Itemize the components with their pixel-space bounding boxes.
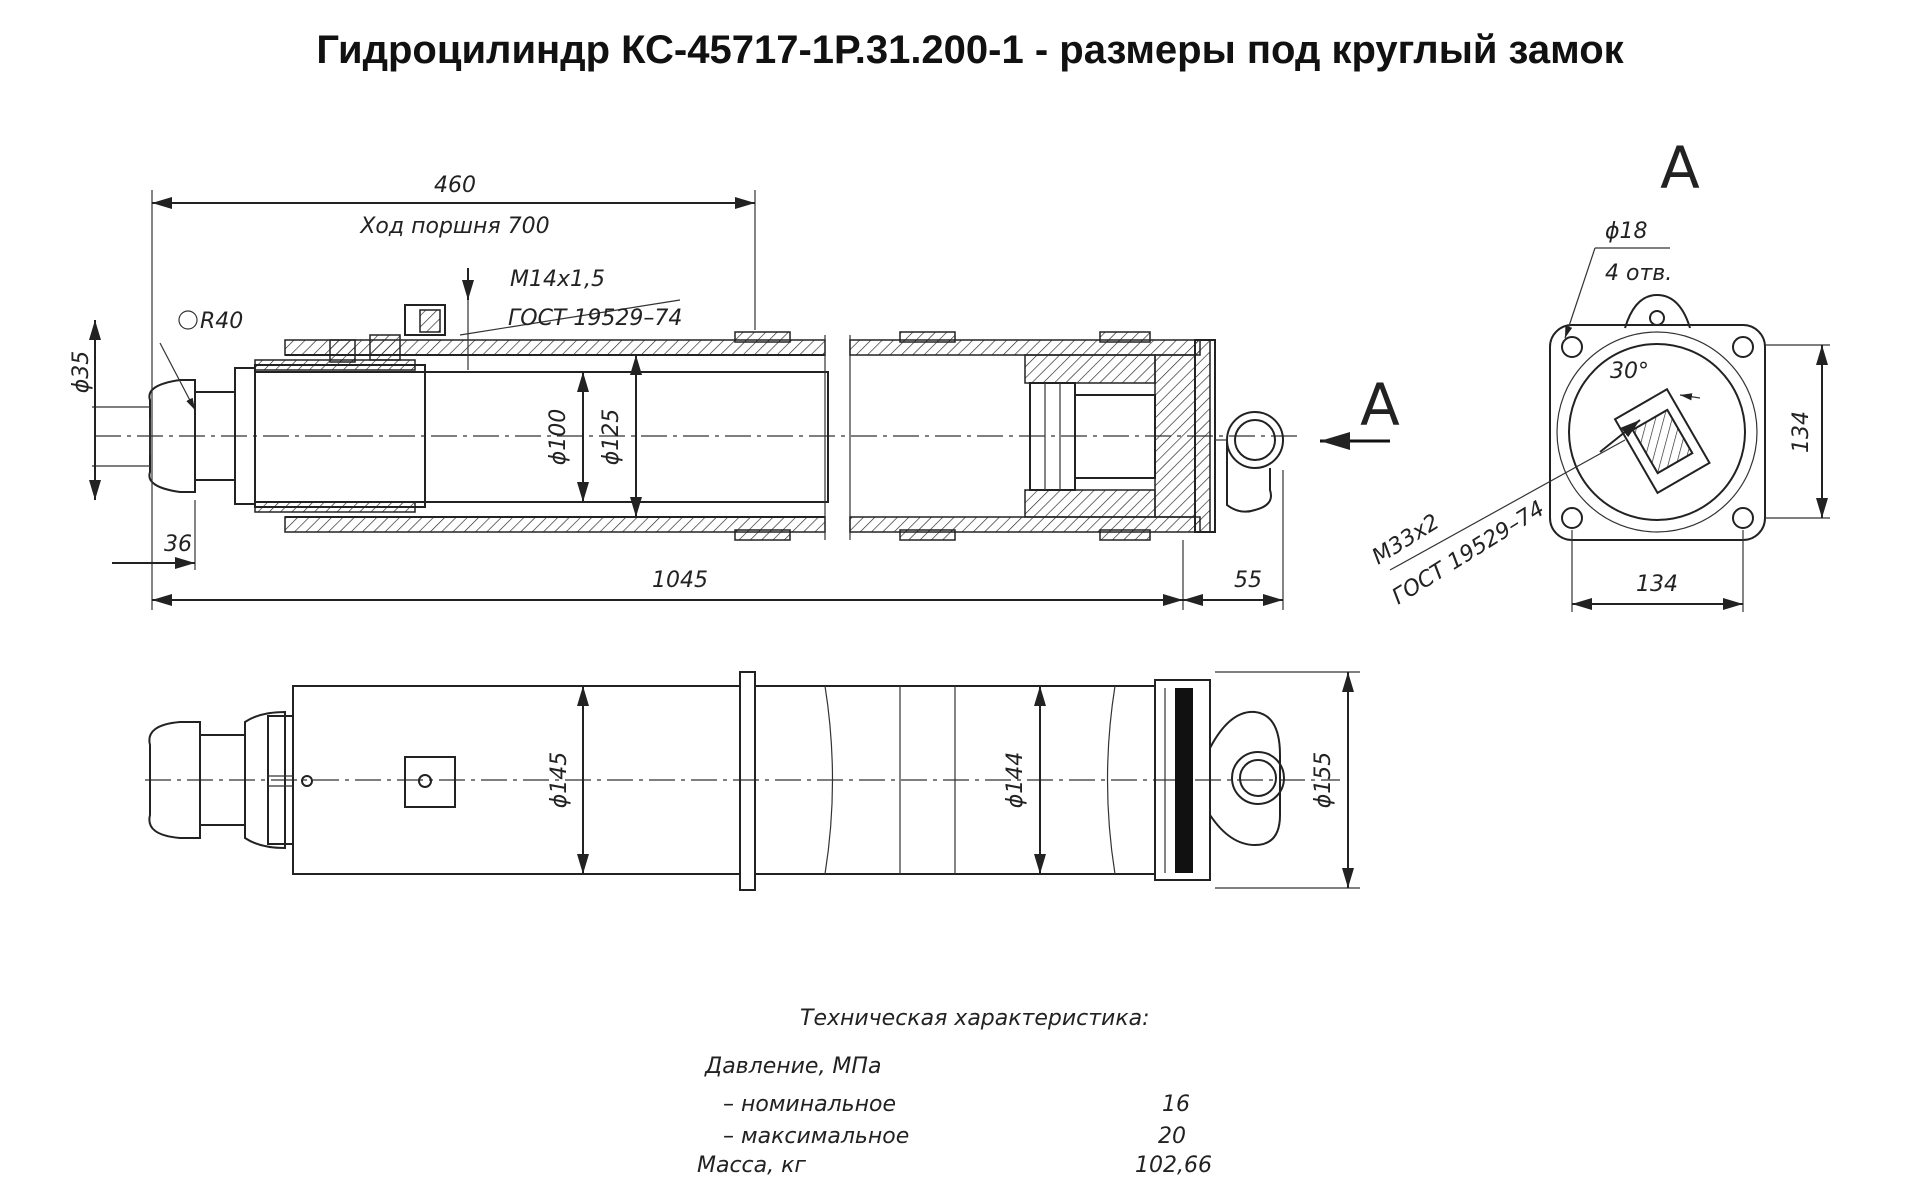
specs-heading: Техническая характеристика: [800, 1006, 1150, 1031]
dim-460-label: 460 [434, 173, 476, 198]
dim-55-label: 55 [1234, 568, 1262, 593]
dia-125-label: ϕ125 [599, 409, 624, 466]
dia-145-label: ϕ145 [547, 752, 572, 809]
dia-100-label: ϕ100 [546, 409, 571, 466]
section-view: ϕ35 R40 [69, 173, 1400, 610]
spec-row-value: 102,66 [1135, 1153, 1212, 1178]
drawing-title: Гидроцилиндр КС-45717-1Р.31.200-1 - разм… [316, 28, 1624, 72]
dia-35-label: ϕ35 [69, 351, 94, 394]
radius-label: R40 [200, 309, 243, 334]
dim-134-horizontal-label: 134 [1636, 572, 1678, 597]
dim-134-vertical-label: 134 [1789, 411, 1814, 453]
stroke-label: Ход поршня 700 [359, 214, 549, 239]
spec-row-value: 20 [1158, 1124, 1186, 1149]
angle-label: 30° [1610, 359, 1649, 384]
dia-144-label: ϕ144 [1003, 752, 1028, 809]
dim-1045-label: 1045 [652, 568, 708, 593]
dim-36-label: 36 [164, 532, 192, 557]
side-view: ϕ145 ϕ144 ϕ155 [145, 671, 1360, 891]
port-standard-label: ГОСТ 19529–74 [508, 306, 682, 331]
spec-row-label: – номинальное [723, 1092, 896, 1117]
pressure-label: Давление, МПа [704, 1054, 881, 1079]
view-a-title: А [1660, 134, 1700, 202]
spec-row-label: Масса, кг [697, 1153, 806, 1178]
dia-155-label: ϕ155 [1311, 752, 1336, 809]
thread-standard-label: ГОСТ 19529–74 [1388, 496, 1549, 610]
specifications: Техническая характеристика: Давление, МП… [697, 1006, 1212, 1178]
spec-row-label: – максимальное [723, 1124, 909, 1149]
hole-dia-label: ϕ18 [1605, 219, 1648, 244]
spec-row-value: 16 [1162, 1092, 1190, 1117]
port-thread-label: М14х1,5 [510, 267, 605, 292]
hole-count-label: 4 отв. [1605, 261, 1672, 286]
view-arrow-label: А [1360, 371, 1400, 439]
view-a: А ϕ18 4 отв. 30° 134 [1368, 134, 1830, 612]
